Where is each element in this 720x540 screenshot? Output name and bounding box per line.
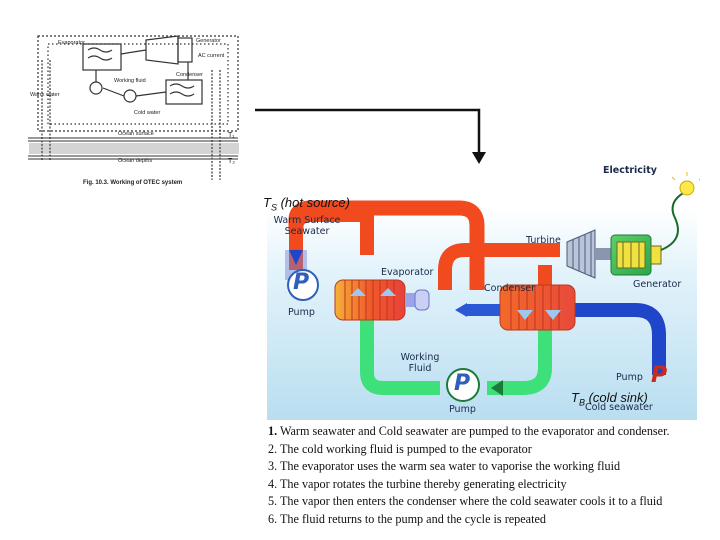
- textbook-figure-caption: Fig. 10.3. Working of OTEC system: [83, 180, 183, 186]
- step-1: 1. Warm seawater and Cold seawater are p…: [268, 424, 670, 438]
- label-cold-sink: TB (cold sink): [571, 390, 648, 408]
- textbook-label-cold-water: Cold water: [134, 110, 161, 116]
- textbook-condenser: [165, 79, 203, 105]
- cold-seawater-pipe: [575, 303, 666, 375]
- step-6: 6. The fluid returns to the pump and the…: [268, 511, 546, 526]
- textbook-duct-outline: [37, 35, 239, 132]
- working-fluid-pipe-right: [487, 330, 552, 395]
- pump-left-glyph: P: [293, 270, 310, 295]
- textbook-turbine: [145, 35, 179, 65]
- step-3: 3. The evaporator uses the warm sea wate…: [268, 459, 621, 474]
- textbook-pump: [89, 81, 103, 95]
- process-steps-list: 1. Warm seawater and Cold seawater are p…: [268, 423, 708, 529]
- textbook-label-ac-current: AC current: [198, 53, 225, 59]
- working-fluid-pipe-left: [360, 310, 440, 395]
- textbook-label-t2: T₂: [228, 158, 235, 165]
- connector-arrow: [255, 108, 486, 164]
- textbook-label-ocean-surface: Ocean surface: [118, 131, 154, 137]
- label-generator: Generator: [633, 279, 682, 290]
- textbook-label-working-fluid: Working fluid: [114, 78, 146, 84]
- otec-textbook-diagram: [28, 35, 239, 180]
- textbook-label-generator: Generator: [196, 38, 221, 44]
- label-electricity: Electricity: [603, 165, 657, 176]
- step-5: 5. The vapor then enters the condenser w…: [268, 494, 663, 509]
- step-2: 2. The cold working fluid is pumped to t…: [268, 441, 532, 456]
- textbook-label-warm-water: Warm water: [30, 92, 60, 98]
- light-bulb-icon: [679, 180, 695, 196]
- label-evaporator: Evaporator: [381, 267, 434, 278]
- label-cold-seawater: Cold seawater: [585, 402, 653, 413]
- electric-wire: [660, 191, 686, 251]
- step-4: 4. The vapor rotates the turbine thereby…: [268, 476, 567, 491]
- label-warm-surface-seawater: Warm Surface Seawater: [273, 215, 341, 237]
- label-pump-bottom: Pump: [449, 404, 476, 415]
- vapor-pipe-to-turbine: [438, 243, 560, 290]
- textbook-label-t1: T₁: [228, 132, 235, 139]
- flow-arrow-icon: [491, 380, 503, 396]
- label-condenser: Condenser: [484, 283, 536, 294]
- textbook-label-evaporator: Evaporator: [58, 40, 85, 46]
- outlet-arrow-icon: [455, 303, 467, 317]
- intake-arrow-icon: [289, 250, 303, 265]
- textbook-label-ocean-depths: Ocean depths: [118, 158, 153, 164]
- label-working-fluid: Working Fluid: [400, 352, 440, 374]
- otec-cycle-diagram: [267, 172, 700, 420]
- label-hot-source: TS (hot source): [263, 195, 350, 213]
- turbine-unit: [566, 229, 596, 279]
- otec-textbook-figure: Evaporator Generator AC current Warm wat…: [28, 30, 260, 200]
- textbook-evaporator: [82, 43, 122, 71]
- label-turbine: Turbine: [526, 235, 561, 246]
- hot-fluid-pipe-top: [288, 200, 485, 290]
- pump-right-glyph: P: [651, 363, 668, 388]
- textbook-label-condenser: Condenser: [176, 72, 203, 78]
- label-pump-right: Pump: [616, 372, 643, 383]
- pump-bottom-glyph: P: [454, 371, 471, 396]
- label-pump-left: Pump: [288, 307, 315, 318]
- pump-left-icon: [287, 269, 319, 301]
- pump-bottom-icon: [446, 368, 480, 402]
